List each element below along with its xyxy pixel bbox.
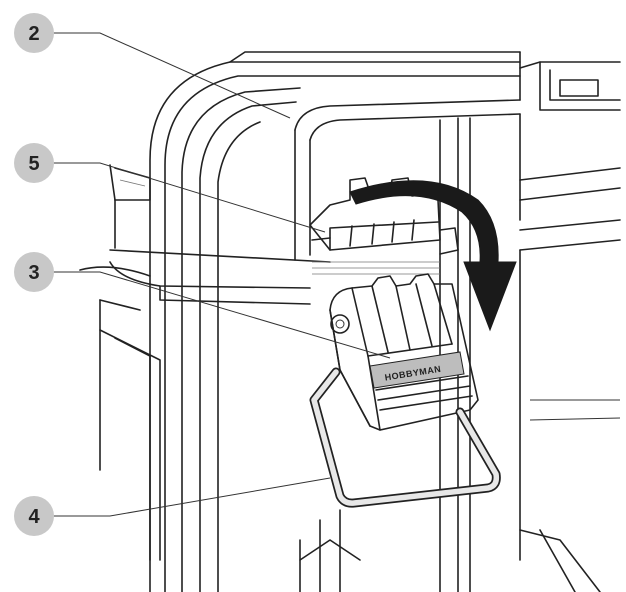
callout-4-label: 4 <box>28 506 40 528</box>
case-body <box>79 51 621 592</box>
callout-5-circle <box>14 143 54 183</box>
callout-5-label: 5 <box>28 153 39 175</box>
callout-3-circle <box>14 252 54 292</box>
lid-latch-upper <box>309 177 459 255</box>
wire-bail <box>309 367 501 508</box>
callout-3: 3 <box>14 252 54 292</box>
clamp-latch <box>329 273 479 431</box>
callout-2-label: 2 <box>28 23 39 45</box>
callout-3-label: 3 <box>28 262 39 284</box>
leader-lines <box>50 32 391 517</box>
callout-5: 5 <box>14 143 54 183</box>
rotation-arrow <box>349 180 517 332</box>
callout-4: 4 <box>14 496 54 536</box>
callout-4-circle <box>14 496 54 536</box>
callout-2: 2 <box>14 13 54 53</box>
callout-2-circle <box>14 13 54 53</box>
